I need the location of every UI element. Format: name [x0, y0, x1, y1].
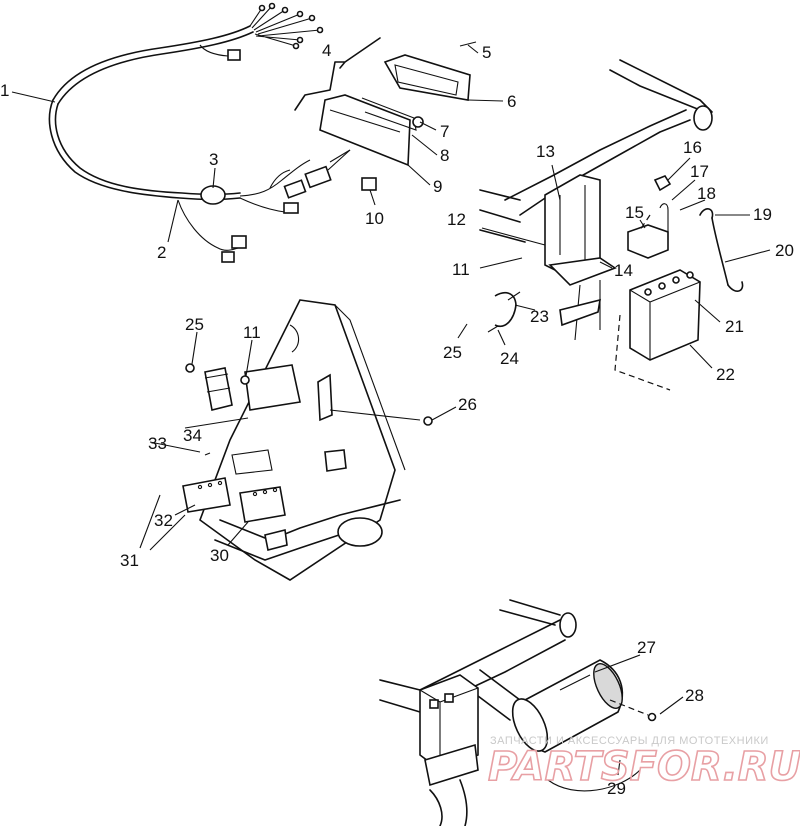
callout-1: 1 [0, 81, 9, 100]
callout-34: 34 [183, 426, 202, 445]
callout-30: 30 [210, 546, 229, 565]
callout-3: 3 [209, 150, 218, 169]
watermark-tagline: ЗАПЧАСТИ И АКСЕССУАРЫ ДЛЯ МОТОТЕХНИКИ [490, 735, 769, 747]
watermark-brand: PARTSFOR.RU [488, 744, 800, 790]
callout-15: 15 [625, 203, 644, 222]
callout-31: 31 [120, 551, 139, 570]
callout-19: 19 [753, 205, 772, 224]
electrical-panel-assembly [182, 299, 433, 581]
callout-23: 23 [530, 307, 549, 326]
callout-24: 24 [500, 349, 519, 368]
starter-assembly [379, 599, 657, 826]
callout-12: 12 [447, 210, 466, 229]
battery-frame-assembly [479, 59, 744, 391]
callout-18: 18 [697, 184, 716, 203]
callout-14: 14 [614, 261, 633, 280]
callout-7: 7 [440, 122, 449, 141]
watermark: ЗАПЧАСТИ И АКСЕССУАРЫ ДЛЯ МОТОТЕХНИКИ PA… [487, 735, 800, 791]
leader-lines [11, 44, 771, 776]
callout-32: 32 [154, 511, 173, 530]
callout-8: 8 [440, 146, 449, 165]
callout-27: 27 [637, 638, 656, 657]
callout-29: 29 [607, 779, 626, 798]
callout-labels: 1 2 3 4 5 6 7 8 9 10 11 11 12 13 14 15 1… [0, 41, 794, 798]
callout-33: 33 [148, 434, 167, 453]
callout-26: 26 [458, 395, 477, 414]
callout-13: 13 [536, 142, 555, 161]
taillight-assembly [294, 37, 477, 191]
callout-10: 10 [365, 209, 384, 228]
callout-9: 9 [433, 177, 442, 196]
wiring-harness [48, 2, 351, 263]
callout-21: 21 [725, 317, 744, 336]
callout-16: 16 [683, 138, 702, 157]
callout-28: 28 [685, 686, 704, 705]
callout-5: 5 [482, 43, 491, 62]
callout-25-frame: 25 [443, 343, 462, 362]
callout-25-panel: 25 [185, 315, 204, 334]
callout-22: 22 [716, 365, 735, 384]
callout-11-panel: 11 [243, 323, 261, 342]
callout-11-frame: 11 [452, 260, 470, 279]
callout-6: 6 [507, 92, 516, 111]
callout-17: 17 [690, 162, 709, 181]
callout-20: 20 [775, 241, 794, 260]
callout-4: 4 [322, 41, 331, 60]
callout-2: 2 [157, 243, 166, 262]
